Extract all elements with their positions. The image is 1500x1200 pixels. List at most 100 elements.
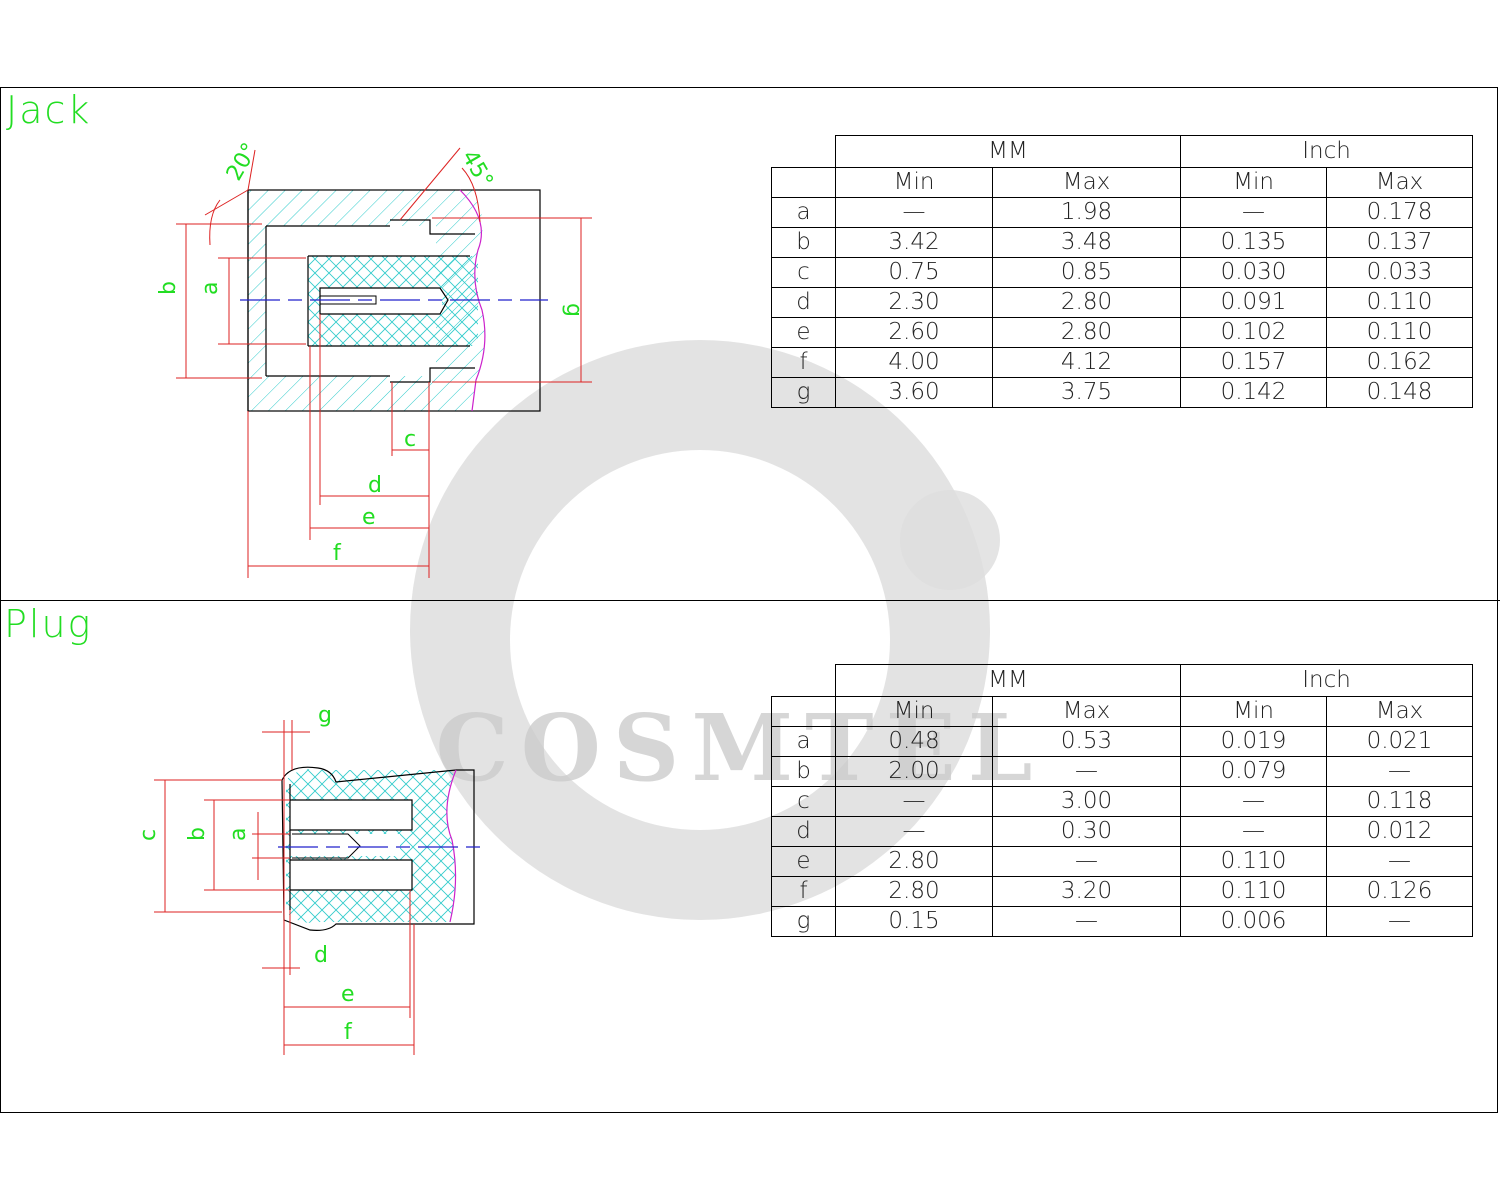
table-cell: 3.42: [835, 227, 993, 258]
table-cell: 0.30: [992, 816, 1181, 847]
table-cell: 0.110: [1180, 846, 1327, 877]
table-cell: 0.157: [1180, 347, 1327, 378]
table-cell: 2.30: [835, 287, 993, 318]
jack-subheader: Max: [992, 167, 1181, 198]
table-cell: 0.079: [1180, 756, 1327, 787]
table-cell: 0.162: [1326, 347, 1473, 378]
table-cell: —: [1326, 906, 1473, 937]
row-label: b: [771, 756, 836, 787]
row-label: g: [771, 377, 836, 408]
plug-dim-b: b: [185, 827, 210, 841]
jack-header-mm: MM: [835, 135, 1181, 168]
row-label: a: [771, 197, 836, 228]
table-cell: 2.60: [835, 317, 993, 348]
table-cell: 4.12: [992, 347, 1181, 378]
table-cell: 0.110: [1326, 317, 1473, 348]
jack-dim-c: c: [404, 427, 416, 452]
table-cell: 1.98: [992, 197, 1181, 228]
plug-dim-g: g: [318, 703, 332, 728]
table-cell: 0.53: [992, 726, 1181, 757]
table-cell: 0.48: [835, 726, 993, 757]
row-label: f: [771, 347, 836, 378]
table-cell: 2.00: [835, 756, 993, 787]
table-cell: 0.142: [1180, 377, 1327, 408]
row-label: d: [771, 816, 836, 847]
jack-dim-d: d: [368, 473, 382, 498]
row-label: e: [771, 317, 836, 348]
table-cell: 0.006: [1180, 906, 1327, 937]
jack-subheader: Max: [1326, 167, 1473, 198]
table-cell: 3.75: [992, 377, 1181, 408]
row-label: f: [771, 876, 836, 907]
plug-subheader: Min: [835, 696, 993, 727]
table-cell: 0.102: [1180, 317, 1327, 348]
jack-drawing: 20° 45° b a g c d e f: [156, 139, 592, 578]
table-cell: 0.118: [1326, 786, 1473, 817]
table-cell: —: [835, 786, 993, 817]
table-cell: 3.48: [992, 227, 1181, 258]
jack-dim-g: g: [561, 303, 586, 317]
table-cell: 0.012: [1326, 816, 1473, 847]
table-cell: 0.137: [1326, 227, 1473, 258]
table-cell: 3.20: [992, 876, 1181, 907]
plug-dimensions: [154, 720, 415, 1055]
jack-dim-e: e: [362, 505, 376, 530]
plug-title: Plug: [4, 602, 93, 646]
row-label: e: [771, 846, 836, 877]
table-cell: 0.75: [835, 257, 993, 288]
table-cell: 0.178: [1326, 197, 1473, 228]
plug-dim-d: d: [314, 943, 328, 968]
table-cell: 0.019: [1180, 726, 1327, 757]
table-cell: —: [835, 197, 993, 228]
table-cell: 0.110: [1326, 287, 1473, 318]
jack-dim-f: f: [333, 541, 342, 566]
plug-body-section: [278, 766, 480, 931]
row-label: a: [771, 726, 836, 757]
table-cell: —: [835, 816, 993, 847]
jack-dim-a: a: [198, 282, 223, 295]
table-cell: 0.110: [1180, 876, 1327, 907]
jack-title: Jack: [6, 88, 92, 132]
table-cell: 0.033: [1326, 257, 1473, 288]
plug-header-inch: Inch: [1180, 664, 1473, 697]
table-cell: 2.80: [992, 287, 1181, 318]
plug-drawing: c b a g d e f: [136, 703, 480, 1055]
plug-dim-f: f: [344, 1020, 353, 1045]
table-cell: 0.126: [1326, 876, 1473, 907]
table-cell: 0.091: [1180, 287, 1327, 318]
section-divider: [0, 600, 1500, 601]
row-label: d: [771, 287, 836, 318]
plug-subheader: Max: [1326, 696, 1473, 727]
table-cell: —: [1180, 786, 1327, 817]
plug-dim-c: c: [136, 829, 161, 841]
table-row: d—0.30—0.012: [771, 816, 1473, 847]
table-cell: —: [992, 846, 1181, 877]
plug-subheader: Min: [1180, 696, 1327, 727]
row-label: b: [771, 227, 836, 258]
table-row: c—3.00—0.118: [771, 786, 1473, 817]
table-cell: 0.85: [992, 257, 1181, 288]
jack-dimensions: [176, 147, 592, 578]
table-cell: —: [992, 906, 1181, 937]
plug-subheader: Max: [992, 696, 1181, 727]
table-cell: —: [1326, 756, 1473, 787]
jack-dim-b: b: [156, 281, 181, 295]
table-cell: —: [992, 756, 1181, 787]
jack-body-section: [240, 189, 548, 412]
row-label: c: [771, 786, 836, 817]
table-cell: —: [1326, 846, 1473, 877]
table-cell: 0.135: [1180, 227, 1327, 258]
plug-dim-e: e: [341, 982, 355, 1007]
jack-subheader: Min: [835, 167, 993, 198]
plug-dim-a: a: [226, 828, 251, 841]
